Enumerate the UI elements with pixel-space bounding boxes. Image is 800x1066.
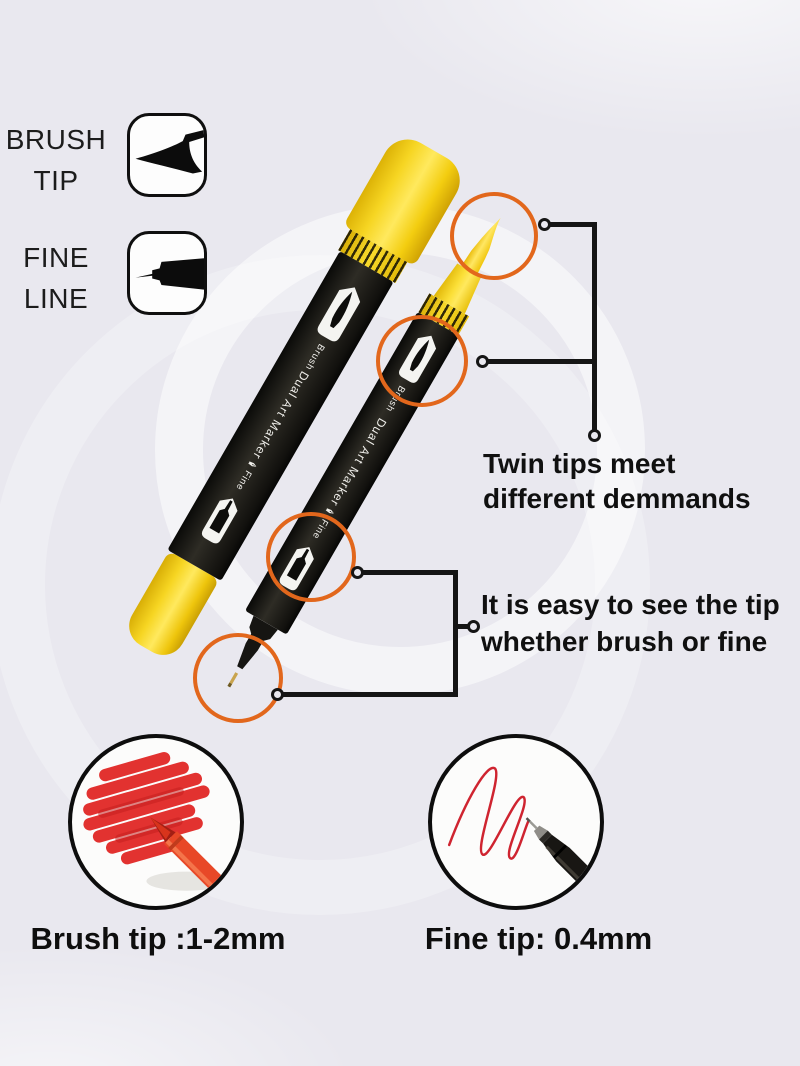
callout-dot (467, 620, 480, 633)
brush-pen-tip (150, 817, 226, 893)
brush-tip-icon (135, 130, 204, 174)
brush-stroke-sample-circle (68, 734, 244, 910)
brush-tip-legend-line1: BRUSH (5, 124, 107, 155)
brush-tip-spec-label: Brush tip :1-2mm (30, 921, 286, 956)
callout-line (592, 222, 597, 432)
highlight-ring-brush-icon (376, 315, 468, 407)
fine-line-legend-line2: LINE (23, 283, 89, 314)
highlight-ring-brush-nib (450, 192, 538, 280)
callout-line (458, 624, 470, 629)
capped-marker-pen: Brush Dual Art Marker✒ Fine (103, 126, 477, 674)
callout-dot (588, 429, 601, 442)
fine-line-legend-line1: FINE (23, 242, 89, 273)
brush-tip-legend-line2: TIP (33, 165, 79, 196)
highlight-ring-fine-icon (266, 512, 356, 602)
easy-tip-callout-text: It is easy to see the tip whether brush … (481, 586, 780, 660)
callout-line (487, 359, 597, 364)
fine-line-legend-label: FINE LINE (0, 237, 112, 319)
twin-tips-callout-text: Twin tips meet different demmands (483, 446, 751, 516)
twin-tips-line1: Twin tips meet (483, 448, 676, 479)
brush-tip-icon-box (127, 113, 207, 197)
twin-tips-line2: different demmands (483, 483, 751, 514)
easy-tip-line2: whether brush or fine (481, 626, 768, 657)
fine-end-icon (201, 498, 238, 544)
fine-end-label: Fine (233, 468, 254, 493)
marker-body: Brush Dual Art Marker✒ Fine (167, 251, 394, 581)
fine-line-art (447, 766, 600, 900)
fine-tip-spec-label: Fine tip: 0.4mm (424, 921, 653, 956)
brush-end-label: Brush (302, 341, 327, 373)
marker-brand-text: Dual Art Marker✒ (242, 369, 312, 476)
brush-tip-legend-label: BRUSH TIP (0, 119, 112, 201)
brush-stroke-art (83, 752, 227, 893)
callout-line (362, 570, 458, 575)
fine-line-sample-circle (428, 734, 604, 910)
fine-line-icon (135, 258, 204, 290)
highlight-ring-fine-nib (193, 633, 283, 723)
callout-line (549, 222, 597, 227)
callout-line (282, 692, 458, 697)
easy-tip-line1: It is easy to see the tip (481, 589, 780, 620)
brush-end-icon (317, 287, 361, 342)
callout-line (453, 570, 458, 697)
marker-brand-name: Dual Art Marker (249, 368, 312, 463)
fine-line-icon-box (127, 231, 207, 315)
